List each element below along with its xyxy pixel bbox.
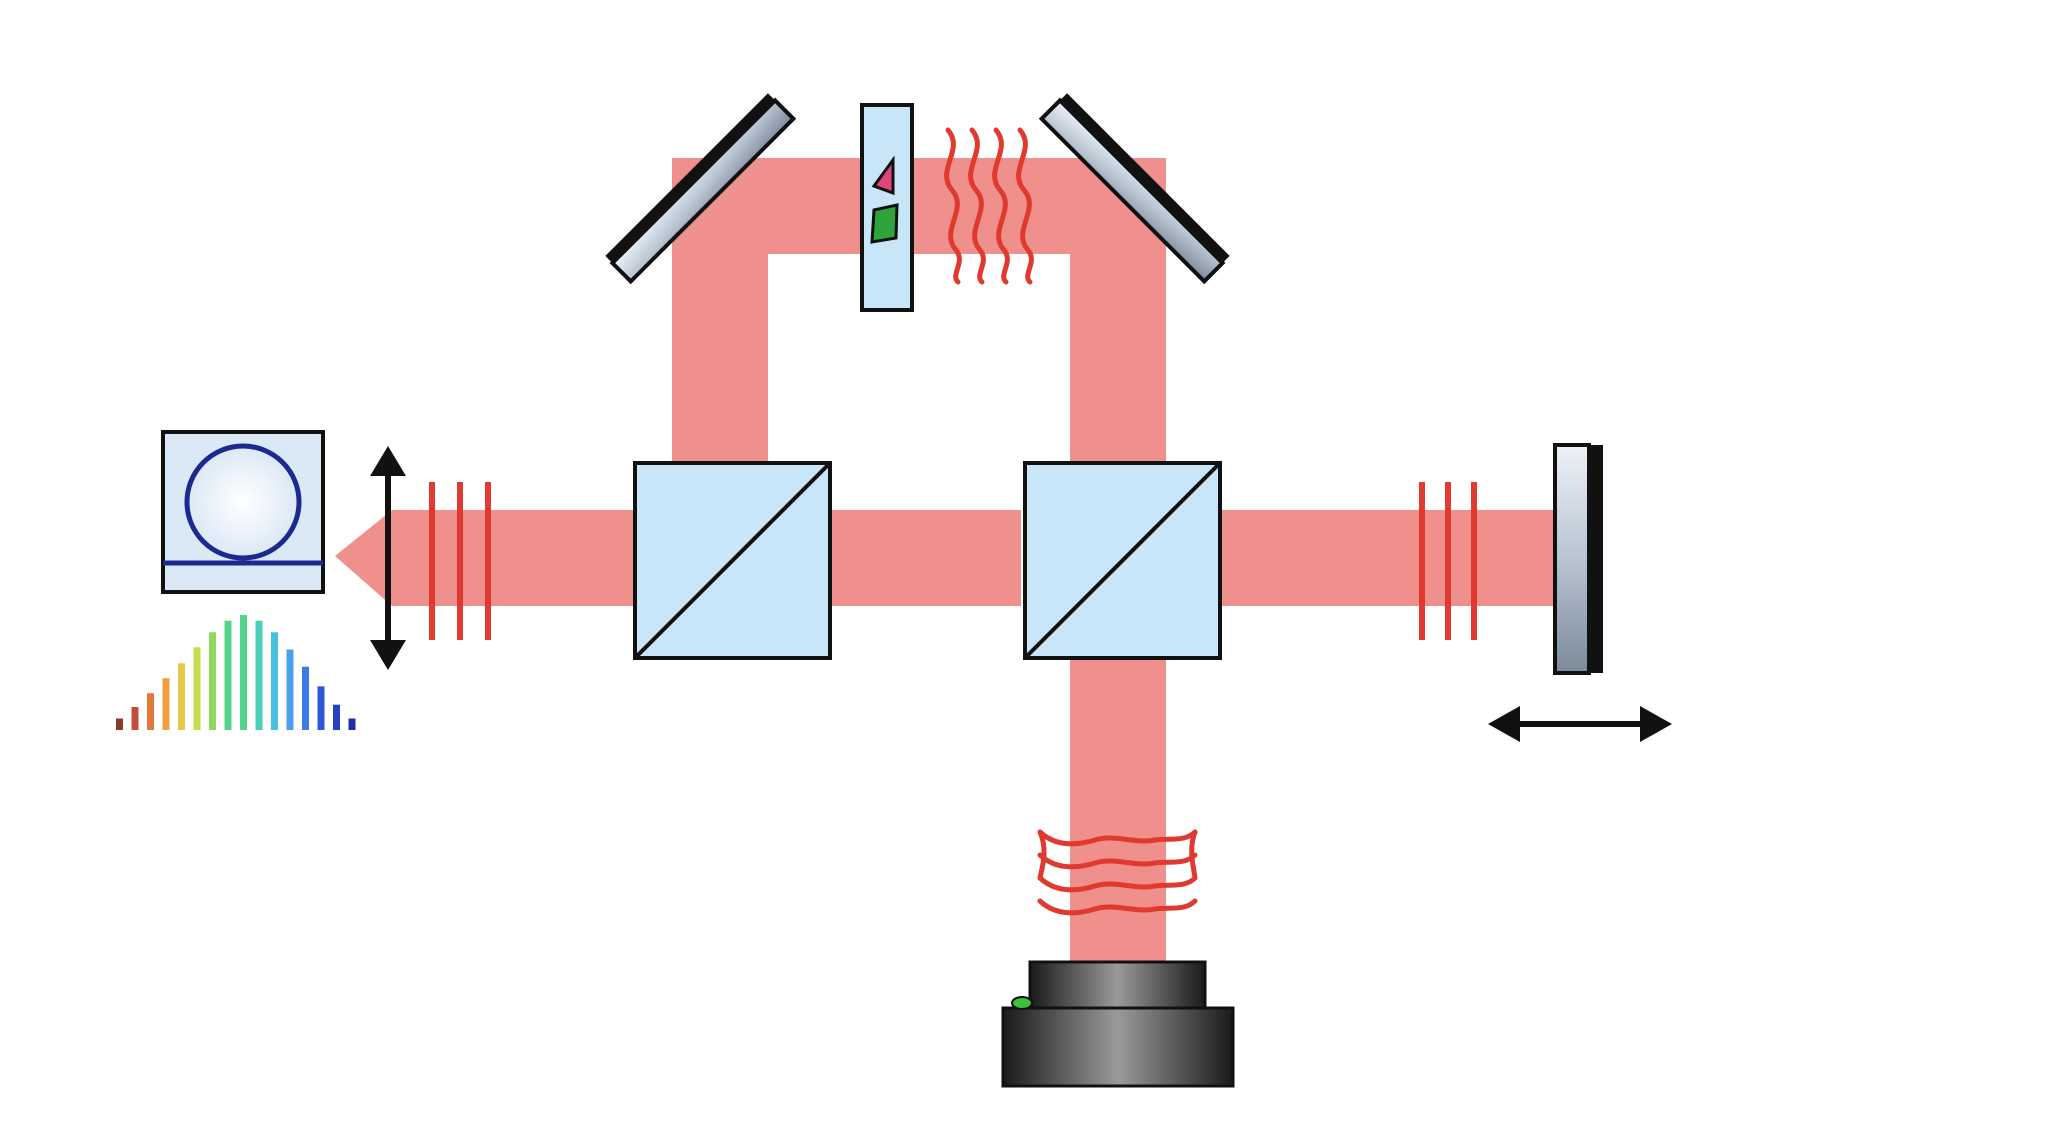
comb-line	[348, 718, 356, 730]
comb-line	[147, 693, 154, 730]
frequency-comb-icon	[116, 615, 356, 730]
plane-wavefronts-reference	[1419, 482, 1477, 640]
movable-mirror	[1553, 443, 1603, 675]
comb-line	[317, 686, 325, 730]
beam-to-movable-mirror	[1213, 510, 1553, 606]
ring-resonator-icon	[184, 443, 302, 561]
comb-line	[302, 666, 309, 730]
distorted-wavefronts-top	[944, 127, 1034, 285]
comb-line	[333, 704, 340, 730]
comb-line	[271, 632, 278, 730]
beam-between-splitters	[826, 510, 1021, 606]
plane-wavefronts-input	[429, 482, 491, 640]
double-arrow-vertical-icon	[370, 446, 406, 670]
beam-to-detector	[1070, 652, 1166, 964]
comb-line	[286, 649, 294, 730]
comb-line	[240, 615, 247, 730]
beam-paths	[335, 158, 1553, 964]
sample-triangle-icon	[871, 155, 895, 196]
beamsplitter-1	[633, 461, 832, 660]
comb-line	[209, 632, 216, 730]
beam-input	[392, 510, 635, 606]
double-arrow-horizontal-icon	[1488, 706, 1672, 742]
mirror-top-right	[1038, 93, 1230, 285]
beamsplitter-2	[1023, 461, 1222, 660]
status-led-icon	[1011, 996, 1033, 1010]
comb-line	[162, 678, 170, 730]
mirror-top-left	[605, 93, 797, 285]
comb-line	[116, 718, 123, 730]
comb-line	[193, 647, 201, 730]
interference-fringes	[1037, 829, 1198, 916]
camera-detector-icon	[1001, 960, 1235, 1088]
sample-cell	[860, 103, 914, 312]
comb-line	[131, 707, 139, 730]
microresonator-source	[161, 430, 325, 594]
beam-source-tip	[335, 510, 392, 606]
comb-line	[255, 620, 263, 730]
comb-line	[224, 620, 232, 730]
comb-line	[178, 663, 185, 730]
sample-trapezoid-icon	[870, 203, 899, 244]
